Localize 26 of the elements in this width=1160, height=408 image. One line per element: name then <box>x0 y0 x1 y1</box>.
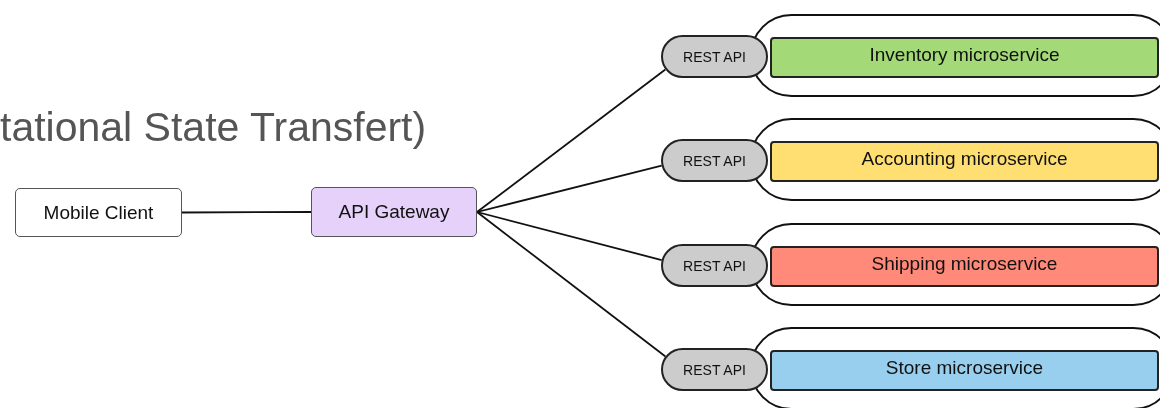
client-box <box>15 188 182 237</box>
node-label: Inventory microservice <box>869 44 1060 66</box>
service-box <box>770 141 1159 182</box>
node-label: Mobile Client <box>43 201 154 224</box>
connector-line <box>181 211 312 214</box>
connector-line <box>476 68 667 213</box>
node-label: REST API <box>683 152 746 169</box>
api-pill <box>661 139 768 182</box>
node-label: Accounting microservice <box>861 148 1068 170</box>
connector-line <box>476 164 663 213</box>
node-label: REST API <box>683 48 746 65</box>
title: tational State Transfert) <box>0 104 427 151</box>
service-box <box>770 350 1159 391</box>
service-box <box>770 246 1159 287</box>
node-label: REST API <box>683 257 746 274</box>
api-pill <box>661 35 768 78</box>
node-label: REST API <box>683 361 746 378</box>
connector-line <box>476 211 663 261</box>
node-label: API Gateway <box>338 201 450 223</box>
service-box <box>770 37 1159 78</box>
connector-line <box>476 211 667 358</box>
node-label: Store microservice <box>885 357 1044 379</box>
node-label: Shipping microservice <box>871 253 1058 275</box>
api-pill <box>661 348 768 391</box>
gateway-box <box>311 187 477 237</box>
api-pill <box>661 244 768 287</box>
